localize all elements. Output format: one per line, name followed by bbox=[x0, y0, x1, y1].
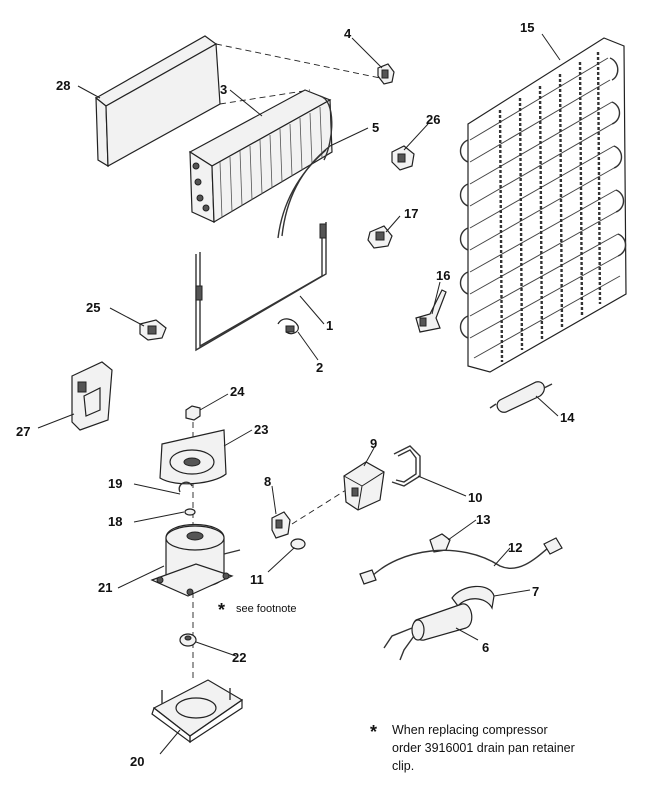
footnote-line-1: When replacing compressor bbox=[392, 723, 548, 737]
label-17: 17 bbox=[404, 206, 418, 221]
label-8: 8 bbox=[264, 474, 271, 489]
part-2-clip bbox=[277, 318, 299, 335]
label-11: 11 bbox=[250, 572, 264, 587]
label-26: 26 bbox=[426, 112, 440, 127]
label-6: 6 bbox=[482, 640, 489, 655]
part-15-evaporator bbox=[459, 37, 627, 373]
label-12: 12 bbox=[508, 540, 522, 555]
footnote-asterisk: * bbox=[370, 722, 377, 742]
part-23-shield bbox=[159, 429, 227, 485]
label-21: 21 bbox=[98, 580, 112, 595]
part-13-clip bbox=[429, 533, 451, 553]
footnote-line-3: clip. bbox=[392, 759, 414, 773]
part-3-condenser bbox=[188, 89, 333, 224]
label-23: 23 bbox=[254, 422, 268, 437]
part-27-drain-pan bbox=[71, 361, 113, 431]
see-footnote-note: * see footnote bbox=[218, 600, 297, 620]
part-14-drier bbox=[489, 381, 553, 413]
footnote: * When replacing compressor order 391600… bbox=[370, 722, 575, 773]
part-24-nut bbox=[185, 405, 201, 421]
part-26-bracket bbox=[391, 145, 415, 171]
label-24: 24 bbox=[230, 384, 245, 399]
dashed-guide-28-3 bbox=[219, 89, 311, 105]
part-20-base-plate bbox=[151, 679, 244, 744]
label-3: 3 bbox=[220, 82, 227, 97]
label-9: 9 bbox=[370, 436, 377, 451]
part-6-capacitor bbox=[383, 603, 473, 661]
label-22: 22 bbox=[232, 650, 246, 665]
part-18-washer bbox=[184, 508, 196, 516]
part-4-clip bbox=[377, 63, 395, 85]
label-7: 7 bbox=[532, 584, 539, 599]
label-4: 4 bbox=[344, 26, 352, 41]
part-9-relay-box bbox=[343, 461, 385, 511]
part-16-bracket bbox=[415, 289, 447, 333]
part-7-strap bbox=[451, 585, 495, 610]
part-22-grommet bbox=[179, 633, 197, 647]
part-number-labels: 28 3 4 5 26 15 17 16 1 2 25 27 24 23 14 … bbox=[16, 20, 575, 769]
label-20: 20 bbox=[130, 754, 144, 769]
label-14: 14 bbox=[560, 410, 575, 425]
label-5: 5 bbox=[372, 120, 379, 135]
label-25: 25 bbox=[86, 300, 100, 315]
part-11-cap bbox=[290, 538, 306, 550]
part-10-wire-clip bbox=[391, 445, 421, 487]
leader-lines bbox=[37, 33, 561, 755]
part-5-tube bbox=[277, 145, 331, 239]
label-2: 2 bbox=[316, 360, 323, 375]
part-21-compressor bbox=[150, 523, 241, 597]
label-15: 15 bbox=[520, 20, 534, 35]
label-16: 16 bbox=[436, 268, 450, 283]
dashed-guide-28-4 bbox=[215, 43, 381, 79]
part-25-clip bbox=[139, 319, 167, 341]
part-28-panel bbox=[94, 35, 221, 168]
part-8-relay bbox=[271, 511, 291, 539]
part-1-tubing bbox=[195, 222, 327, 352]
see-footnote-asterisk: * bbox=[218, 600, 225, 620]
label-13: 13 bbox=[476, 512, 490, 527]
label-1: 1 bbox=[326, 318, 333, 333]
label-19: 19 bbox=[108, 476, 122, 491]
label-10: 10 bbox=[468, 490, 482, 505]
footnote-line-2: order 3916001 drain pan retainer bbox=[392, 741, 575, 755]
part-12-power-cord bbox=[359, 537, 563, 585]
dashed-guide-8-9 bbox=[291, 489, 347, 525]
label-27: 27 bbox=[16, 424, 30, 439]
see-footnote-text: see footnote bbox=[236, 603, 297, 615]
label-18: 18 bbox=[108, 514, 122, 529]
label-28: 28 bbox=[56, 78, 70, 93]
part-19-clip bbox=[178, 481, 193, 493]
